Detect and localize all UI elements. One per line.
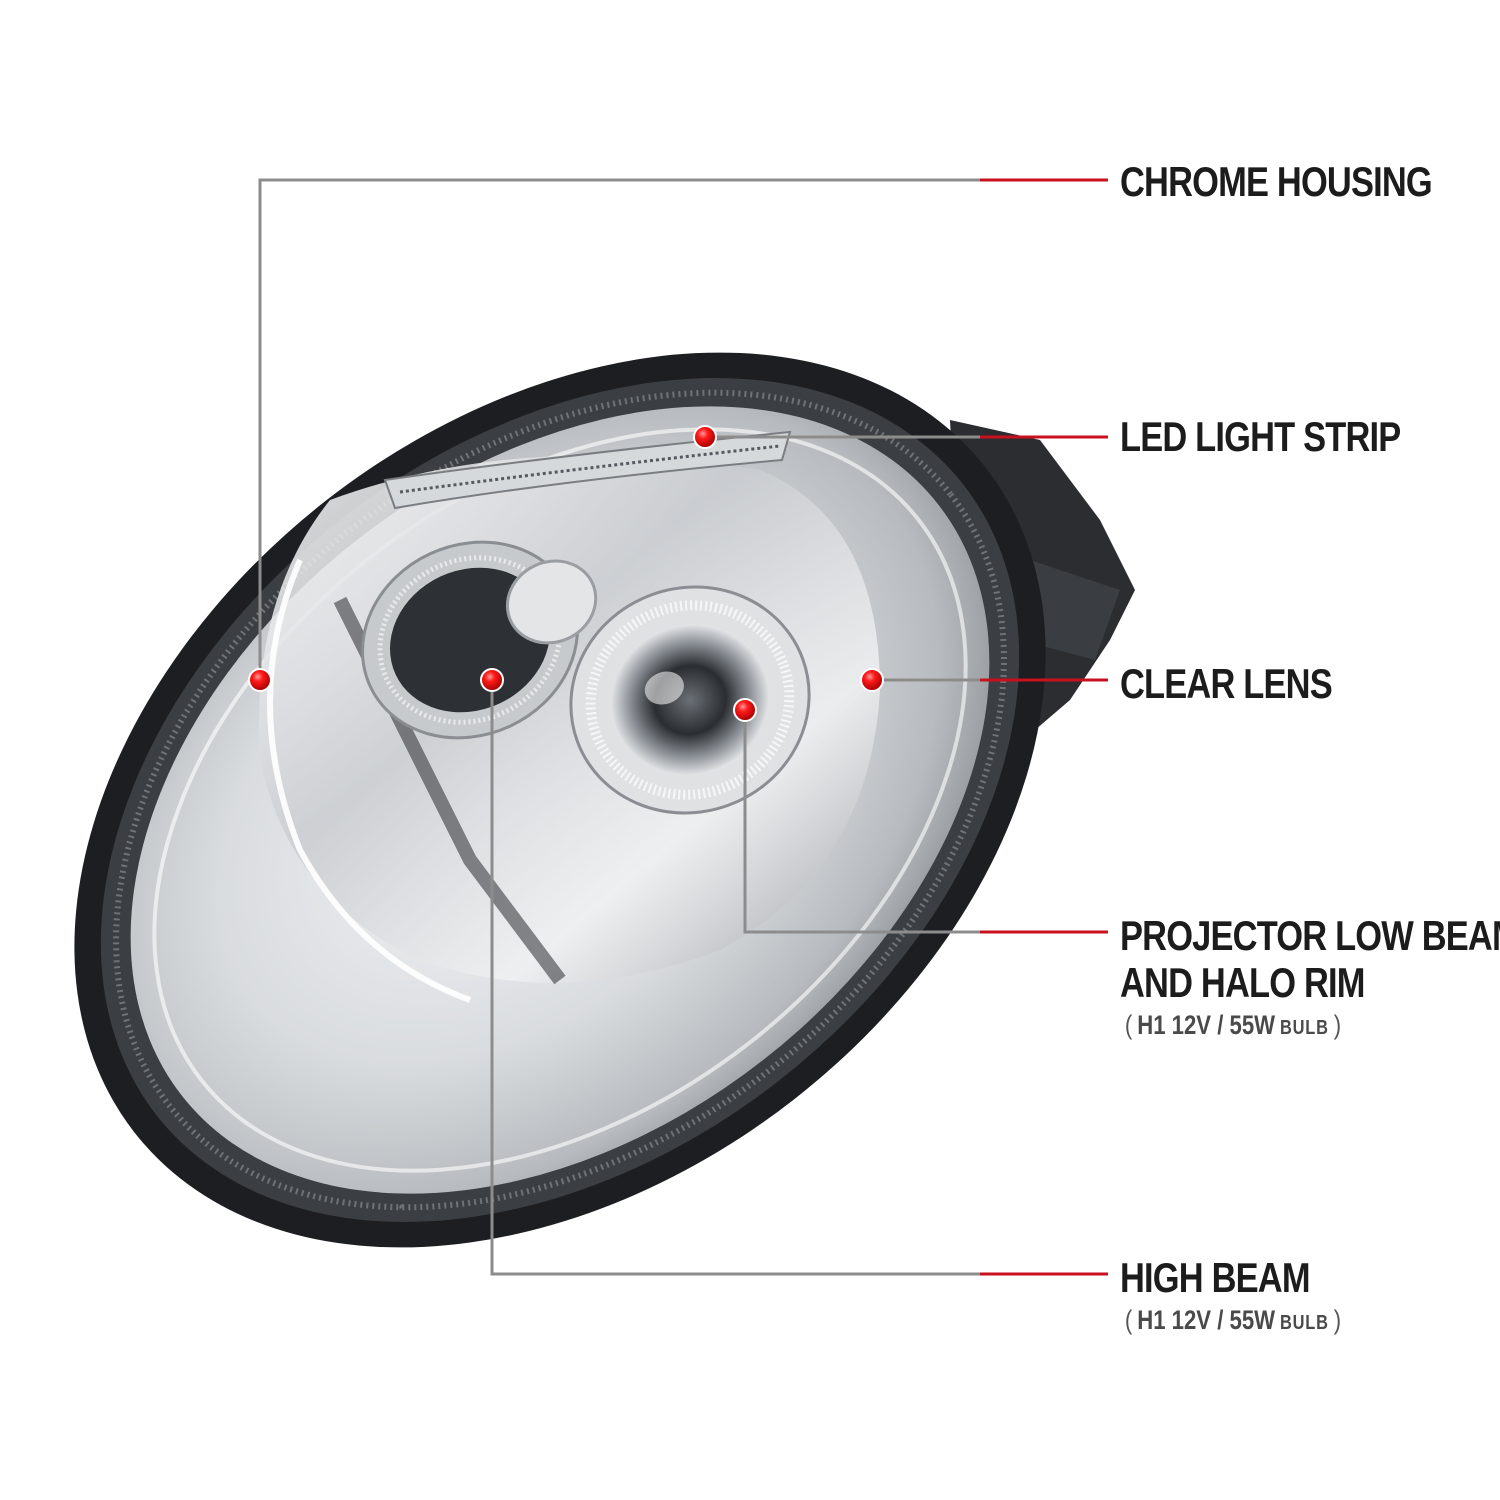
callout-title: LED LIGHT STRIP bbox=[1120, 413, 1401, 460]
callout-title-line-2: AND HALO RIM bbox=[1120, 959, 1365, 1006]
callout-clear-lens: CLEAR LENS bbox=[1120, 660, 1333, 707]
projector-halo bbox=[569, 585, 811, 815]
callout-chrome-housing: CHROME HOUSING bbox=[1120, 158, 1433, 205]
callout-projector-low-beam: PROJECTOR LOW BEAM AND HALO RIM (H1 12V … bbox=[1120, 912, 1500, 1039]
callout-markers bbox=[248, 425, 884, 722]
marker-high-beam bbox=[480, 668, 504, 692]
marker-projector bbox=[733, 698, 757, 722]
callout-led-light-strip: LED LIGHT STRIP bbox=[1120, 413, 1401, 460]
callout-title: PROJECTOR LOW BEAM bbox=[1120, 912, 1500, 959]
led-strip bbox=[383, 430, 792, 510]
callout-title: HIGH BEAM bbox=[1120, 1254, 1311, 1301]
callout-title: CLEAR LENS bbox=[1120, 660, 1333, 707]
high-beam-reflector bbox=[361, 540, 598, 740]
marker-led-strip bbox=[693, 425, 717, 449]
marker-clear-lens bbox=[860, 668, 884, 692]
marker-chrome-housing bbox=[248, 668, 272, 692]
callout-title: CHROME HOUSING bbox=[1120, 158, 1433, 205]
leader-lines bbox=[258, 178, 1108, 1276]
